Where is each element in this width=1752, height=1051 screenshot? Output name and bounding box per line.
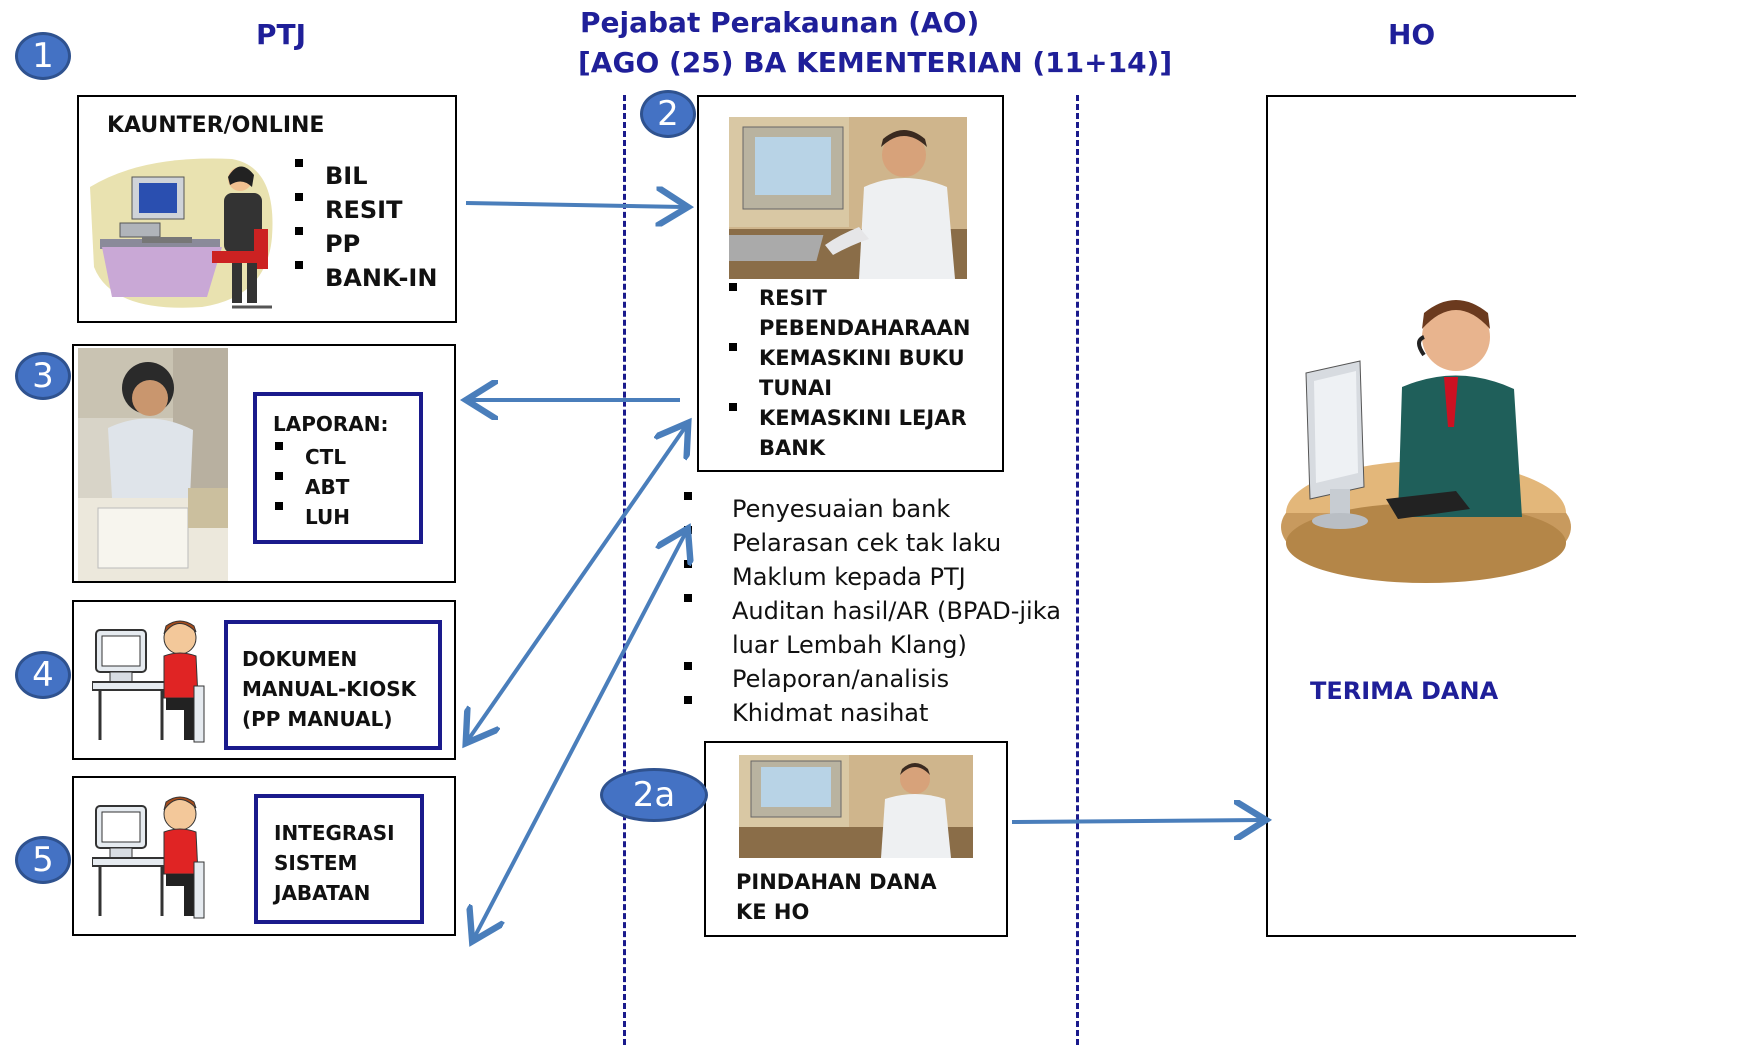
integrasi-inner-box: INTEGRASI SISTEM JABATAN xyxy=(254,794,424,924)
box5-line: SISTEM xyxy=(274,851,358,875)
box3-title: LAPORAN: xyxy=(273,412,389,436)
box5-text: INTEGRASI SISTEM JABATAN xyxy=(274,818,395,908)
box4-line: DOKUMEN xyxy=(242,647,358,671)
arrow-ao-to-ho xyxy=(1011,820,1262,822)
arrow-box1-to-ao xyxy=(465,203,684,207)
box-ao-processing: RESIT PEBENDAHARAAN KEMASKINI BUKU TUNAI… xyxy=(697,95,1004,472)
box1-list: BIL RESIT PP BANK-IN xyxy=(291,159,437,295)
headset-operator-icon xyxy=(1276,277,1576,617)
arrow-box5-ao-bidirectional xyxy=(474,532,686,938)
ao-task-item: Maklum kepada PTJ xyxy=(680,560,1076,594)
ao-task-item: Auditan hasil/AR (BPAD-jika luar Lembah … xyxy=(680,594,1076,662)
ptj-header: PTJ xyxy=(256,18,307,51)
box2a-line: KE HO xyxy=(736,900,810,924)
step-badge-5: 5 xyxy=(15,836,71,884)
ao-task-item: Pelarasan cek tak laku xyxy=(680,526,1076,560)
terima-dana-label: TERIMA DANA xyxy=(1310,677,1499,705)
box1-item: RESIT xyxy=(291,193,437,227)
dokumen-inner-box: DOKUMEN MANUAL-KIOSK (PP MANUAL) xyxy=(224,620,442,750)
box4-text: DOKUMEN MANUAL-KIOSK (PP MANUAL) xyxy=(242,644,416,734)
box3-item: ABT xyxy=(271,472,350,502)
box3-list: CTL ABT LUH xyxy=(271,442,350,532)
kid-at-computer-icon xyxy=(91,792,212,922)
ao-header-line2: [AGO (25) BA KEMENTERIAN (11+14)] xyxy=(578,46,1173,79)
kid-at-computer-icon xyxy=(91,616,212,746)
box4-line: (PP MANUAL) xyxy=(242,707,393,731)
step-badge-4: 4 xyxy=(15,651,71,699)
step-badge-3: 3 xyxy=(15,352,71,400)
cashier-photo xyxy=(78,348,228,581)
ao-task-item: Khidmat nasihat xyxy=(680,696,1076,730)
box3-item: CTL xyxy=(271,442,350,472)
box3-item: LUH xyxy=(271,502,350,532)
box-kaunter-online: KAUNTER/ONLINE BIL RESIT PP BANK-IN xyxy=(77,95,457,323)
divider-right xyxy=(1076,95,1079,1045)
box-laporan: LAPORAN: CTL ABT LUH xyxy=(72,344,456,583)
box2-list: RESIT PEBENDAHARAAN KEMASKINI BUKU TUNAI… xyxy=(725,283,985,463)
clerk-at-computer-icon xyxy=(82,147,287,319)
box-ho: TERIMA DANA xyxy=(1266,95,1576,937)
box2a-text: PINDAHAN DANA KE HO xyxy=(736,867,937,927)
box2a-line: PINDAHAN DANA xyxy=(736,870,937,894)
ao-task-list: Penyesuaian bank Pelarasan cek tak laku … xyxy=(680,492,1076,730)
ao-header-line1: Pejabat Perakaunan (AO) xyxy=(580,6,980,39)
ao-task-item: Pelaporan/analisis xyxy=(680,662,1076,696)
box5-line: INTEGRASI xyxy=(274,821,395,845)
box2-item: RESIT PEBENDAHARAAN xyxy=(725,283,985,343)
box-dokumen-manual: DOKUMEN MANUAL-KIOSK (PP MANUAL) xyxy=(72,600,456,760)
box-pindahan-dana: PINDAHAN DANA KE HO xyxy=(704,741,1008,937)
ho-header: HO xyxy=(1388,18,1436,51)
box-integrasi: INTEGRASI SISTEM JABATAN xyxy=(72,776,456,936)
ao-task-item: Penyesuaian bank xyxy=(680,492,1076,526)
office-worker-photo xyxy=(739,755,973,858)
laporan-inner-box: LAPORAN: CTL ABT LUH xyxy=(253,392,423,544)
box1-title: KAUNTER/ONLINE xyxy=(107,113,325,138)
box1-item: BIL xyxy=(291,159,437,193)
box1-item: BANK-IN xyxy=(291,261,437,295)
arrow-box4-ao-bidirectional xyxy=(468,426,686,740)
step-badge-1: 1 xyxy=(15,32,71,80)
box2-item: KEMASKINI LEJAR BANK xyxy=(725,403,985,463)
box4-line: MANUAL-KIOSK xyxy=(242,677,417,701)
office-worker-photo xyxy=(729,117,967,279)
box5-line: JABATAN xyxy=(274,881,371,905)
box1-item: PP xyxy=(291,227,437,261)
box2-item: KEMASKINI BUKU TUNAI xyxy=(725,343,985,403)
step-badge-2: 2 xyxy=(640,90,696,138)
